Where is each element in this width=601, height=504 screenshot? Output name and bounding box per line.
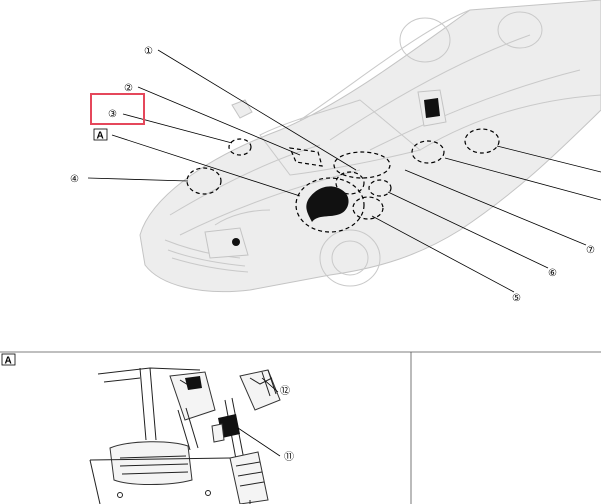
leader-lines (87, 49, 601, 293)
marker-5 (352, 196, 384, 220)
callout-12: ⑫ (280, 385, 290, 397)
callout-6: ⑥ (548, 268, 557, 279)
marker-7b (464, 128, 500, 154)
detail-panel: A (0, 351, 601, 504)
pedal-detail-illustration (89, 367, 281, 504)
svg-text:A: A (5, 356, 12, 367)
callout-7: ⑦ (586, 245, 595, 256)
svg-text:A: A (97, 131, 104, 142)
highlight-box (90, 93, 145, 125)
view-label-A-lower: A (1, 353, 16, 367)
pedal-assembly-part (306, 186, 349, 222)
marker-3 (228, 138, 252, 156)
callout-3: ③ (108, 109, 117, 120)
callouts: ① ② ③ ④ ⑤ ⑥ ⑦ (70, 46, 595, 304)
callout-4: ④ (70, 174, 79, 185)
marker-A (295, 177, 365, 233)
marker-6 (368, 179, 392, 197)
marker-4 (186, 167, 222, 195)
car-illustration (139, 0, 601, 293)
marker-1 (333, 151, 391, 179)
callout-5: ⑤ (512, 293, 521, 304)
component-markers (186, 128, 500, 233)
view-label-A-upper: A (93, 128, 108, 142)
marker-1b (335, 171, 365, 195)
marker-7 (411, 140, 445, 164)
callout-2: ② (124, 83, 133, 94)
marker-2 (289, 147, 323, 167)
callout-1: ① (144, 46, 153, 57)
callout-11: ⑪ (284, 451, 294, 463)
